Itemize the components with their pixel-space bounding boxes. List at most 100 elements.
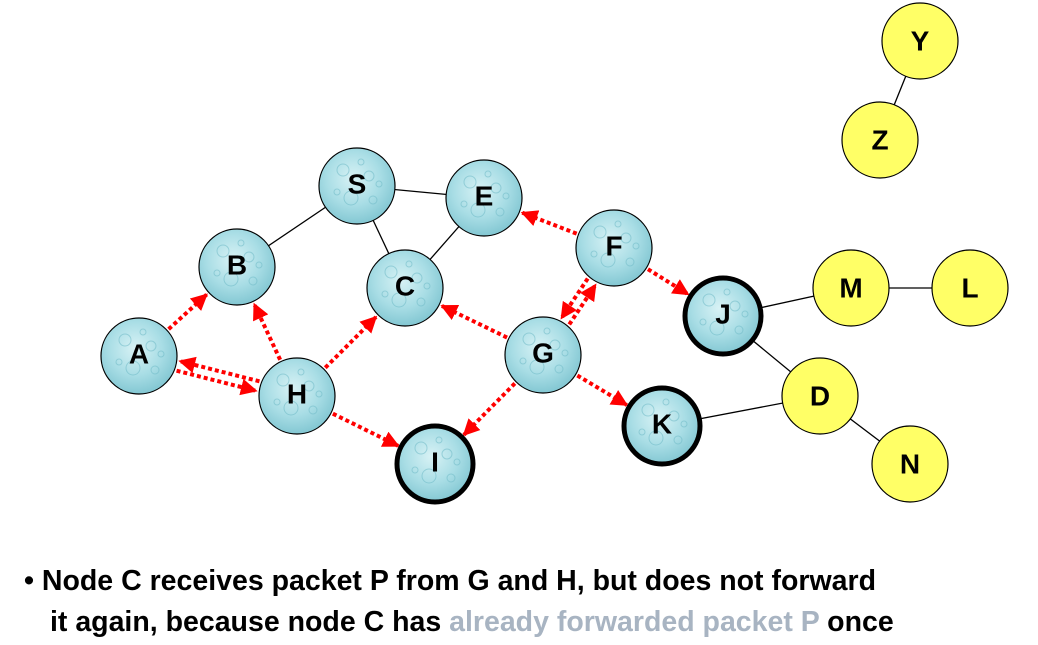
packet-arrow-h-to-b [252,302,282,361]
node-label: J [715,299,731,330]
node-texture [561,349,569,357]
node-texture [276,373,290,387]
node-texture [333,188,341,196]
node-texture [273,398,281,406]
node-texture [554,364,564,374]
node-label: B [227,250,247,281]
node-texture [423,282,431,290]
node-texture [470,202,486,218]
packet-arrow-f-to-g [559,277,590,320]
node-texture [384,265,398,279]
node-texture [157,350,165,358]
node-texture [460,200,468,208]
node-texture [614,220,622,228]
node-texture [680,420,688,428]
node-z: Z [841,101,919,179]
node-texture [648,430,664,446]
node-label: Y [911,26,930,57]
node-texture [463,175,477,189]
node-k: K [621,385,703,467]
node-texture [668,410,680,422]
packet-arrow-h-to-a [178,356,260,384]
node-texture [441,448,453,460]
node-i: I [394,423,476,505]
node-texture [414,441,428,455]
node-g: G [504,316,582,394]
packet-arrow-g-to-f [567,283,598,326]
node-texture [702,293,716,307]
node-texture [363,170,375,182]
node-texture [638,428,646,436]
caption: • Node C receives packet P from G and H,… [24,561,1034,643]
node-circle [931,249,1009,327]
node-c: C [366,249,444,327]
node-label: F [605,231,622,262]
node-texture [632,242,640,250]
node-label: M [839,273,862,304]
node-circle [841,101,919,179]
node-j: J [682,275,764,357]
node-texture [343,190,359,206]
caption-line1-text: Node C receives packet P from G and H, b… [41,565,876,597]
node-texture [662,398,670,406]
node-texture [590,250,598,258]
node-label: N [900,449,920,480]
node-texture [297,368,305,376]
caption-highlight: already forwarded packet P [449,606,820,638]
node-texture [368,195,378,205]
node-l: L [931,249,1009,327]
caption-line2-start: it again, because node C has [50,606,450,638]
caption-line2-end: once [819,606,894,638]
node-texture [625,257,635,267]
node-circle [781,357,859,435]
packet-arrow-a-to-b [167,293,208,331]
node-texture [115,358,123,366]
node-texture [237,239,245,247]
packet-arrows-layer [167,210,690,448]
node-texture [741,310,749,318]
caption-line-1: • Node C receives packet P from G and H,… [24,561,1034,602]
node-s: S [318,147,396,225]
packet-arrow-g-to-k [576,373,629,407]
node-y: Y [881,2,959,80]
node-texture [529,359,545,375]
packet-arrow-f-to-j [646,267,690,296]
node-texture [381,290,389,298]
node-texture [502,192,510,200]
node-texture [405,260,413,268]
node-texture [435,436,443,444]
node-texture [421,468,437,484]
node-b: B [198,228,276,306]
node-texture [641,403,655,417]
node-texture [522,332,536,346]
node-texture [453,458,461,466]
node-texture [729,300,741,312]
node-texture [673,435,683,445]
node-texture [620,232,632,244]
node-texture [125,360,141,376]
node-label: L [961,273,978,304]
node-m: M [812,249,890,327]
node-texture [549,339,561,351]
node-texture [139,328,147,336]
node-texture [375,180,383,188]
packet-arrow-g-to-i [462,382,517,437]
node-label: Z [871,125,888,156]
packet-arrow-f-to-e [520,210,578,236]
bullet: • [24,565,34,597]
node-texture [213,269,221,277]
node-label: I [431,447,439,478]
node-texture [243,251,255,263]
node-circle [871,425,949,503]
node-label: C [395,271,415,302]
node-label: K [652,409,672,440]
node-texture [699,318,707,326]
node-f: F [575,209,653,287]
node-texture [600,252,616,268]
node-texture [223,271,239,287]
node-texture [709,320,725,336]
node-h: H [258,357,336,435]
node-texture [543,327,551,335]
